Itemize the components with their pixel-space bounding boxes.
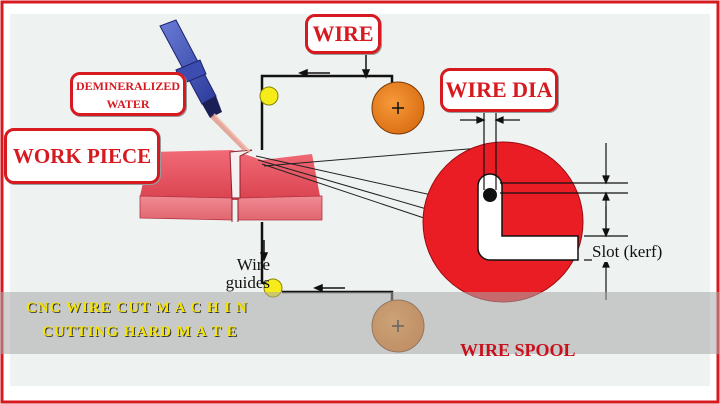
caption-line-2: CUTTING HARD M A T E [42,324,238,340]
wire-label: WIRE [305,14,381,54]
wire-guides-label: Wire guides [200,256,270,292]
upper-wire-spool [371,81,425,135]
work-piece-label-text: WORK PIECE [12,144,152,168]
wire-cross-section [483,188,497,202]
wire-dia-label-text: WIRE DIA [445,77,553,102]
wire-guides-line1: Wire [236,255,270,274]
wire-spool-text: WIRE SPOOL [460,340,576,360]
slot-kerf-label: Slot (kerf) [592,242,663,262]
wire-dia-label: WIRE DIA [440,68,558,112]
wire-spool-label: WIRE SPOOL [460,340,576,361]
upper-wire-guide [259,86,279,106]
wire-label-text: WIRE [312,21,374,46]
magnification-lines [255,147,481,219]
caption-line-1: CNC WIRE CUT M A C H I N [26,300,248,316]
demineralized-water-label: DEMINERALIZED WATER [70,72,186,116]
magnified-cut-view [422,141,584,303]
water-text: WATER [106,97,150,111]
slot-kerf-text: Slot (kerf) [592,242,663,261]
work-piece-block [139,149,323,222]
wire-guides-line2: guides [225,273,270,292]
work-piece-label: WORK PIECE [4,128,160,184]
caption-overlay: CNC WIRE CUT M A C H I N CUTTING HARD M … [0,292,720,354]
wire-dia-dimension [460,110,520,190]
demineralized-text: DEMINERALIZED [75,79,180,93]
